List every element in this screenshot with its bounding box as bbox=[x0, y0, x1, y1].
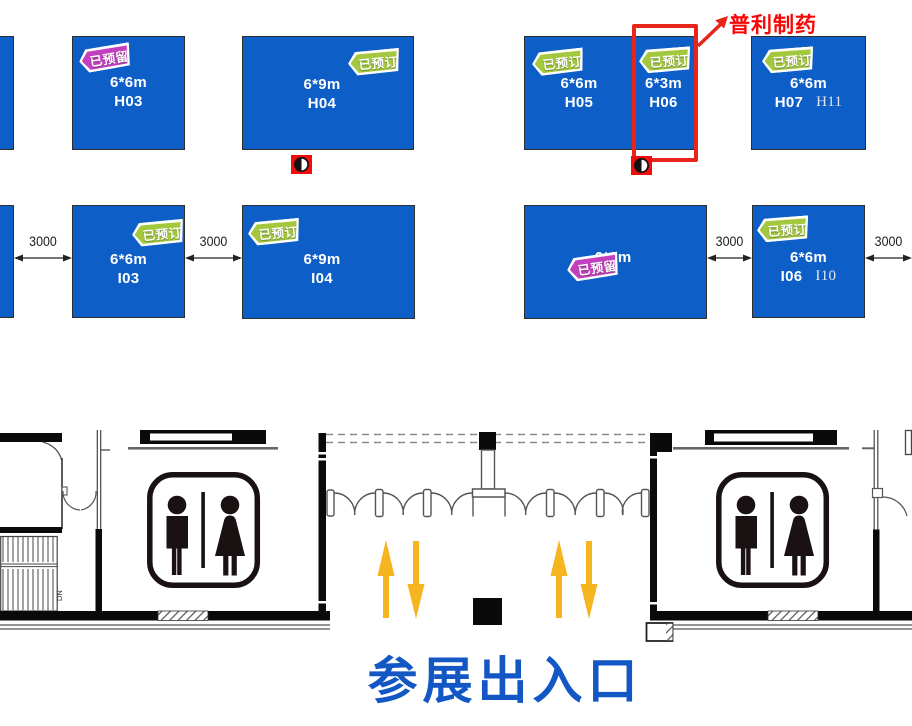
booth-label-H06: 6*3m H06 bbox=[631, 74, 696, 112]
restroom-sign-icon bbox=[719, 475, 827, 586]
badge-label: 已预留 bbox=[576, 258, 618, 278]
dimension-arrow bbox=[865, 254, 912, 262]
stairs-direction-label: DN bbox=[55, 590, 64, 601]
booth-size: 6*6m bbox=[789, 249, 828, 266]
dimension-value: 3000 bbox=[29, 234, 57, 249]
entrance-column-marker bbox=[473, 598, 502, 625]
entrance-caption: 参展出入口 bbox=[367, 653, 643, 709]
booth-label: 6*6m H07 H11 bbox=[752, 74, 865, 112]
dimension-value: 3000 bbox=[715, 234, 744, 249]
booth-I04[interactable]: 已预订 6*9m I04 bbox=[242, 205, 415, 319]
booth-code: H07 bbox=[774, 94, 804, 111]
status-badge-reserved: 已预订 bbox=[761, 46, 815, 74]
booth-size: 6*3m bbox=[644, 75, 683, 92]
badge-label: 已预留 bbox=[88, 48, 130, 69]
half-circle-icon bbox=[634, 158, 649, 173]
floor-plan-drawing: DN bbox=[0, 429, 912, 642]
left-restroom-room bbox=[0, 430, 330, 630]
booth-I05[interactable]: 6*9m 已预留 bbox=[524, 205, 707, 319]
booth-size: 6*6m bbox=[109, 74, 148, 91]
stairs[interactable]: DN bbox=[0, 527, 64, 612]
dimension-value: 3000 bbox=[199, 234, 228, 249]
booth-label: 6*9m H04 bbox=[243, 75, 401, 113]
booth-code: I06 bbox=[780, 268, 803, 285]
booth-code: H06 bbox=[649, 94, 678, 111]
annotation-company: 普利制药 bbox=[729, 14, 817, 37]
highlight-rectangle bbox=[632, 24, 698, 162]
booth-code: H05 bbox=[564, 94, 594, 111]
booth-size: 6*9m bbox=[303, 251, 341, 268]
booth-partial-row1[interactable] bbox=[0, 36, 14, 150]
booth-label: 6*6m H03 bbox=[73, 73, 184, 111]
booth-H07[interactable]: 已预订 6*6m H07 H11 bbox=[751, 36, 866, 150]
booth-code: H04 bbox=[307, 95, 337, 112]
booth-partial-row2[interactable] bbox=[0, 205, 14, 318]
restroom-sign-icon bbox=[150, 475, 257, 586]
booth-label: 6*6m I06 I10 bbox=[753, 248, 864, 286]
booth-I06[interactable]: 已预订 6*6m I06 I10 bbox=[752, 205, 865, 318]
annotation-arrow-icon bbox=[696, 16, 728, 48]
flow-arrows bbox=[377, 540, 598, 619]
booth-size: 6*6m bbox=[109, 251, 148, 268]
arrow-down-icon bbox=[407, 541, 425, 619]
booth-size: 6*9m bbox=[303, 76, 341, 93]
half-circle-icon bbox=[294, 157, 309, 172]
entrance-doors[interactable] bbox=[326, 488, 650, 518]
booth-H03[interactable]: 已预留 6*6m H03 bbox=[72, 36, 185, 150]
booth-label: 6*6m I03 bbox=[73, 250, 184, 288]
status-badge-reserved: 已预订 bbox=[247, 218, 301, 246]
booth-label: 6*9m I04 bbox=[243, 250, 401, 288]
booth-size: 6*6m bbox=[789, 75, 828, 92]
badge-label: 已预订 bbox=[772, 52, 813, 70]
dimension-3000: 3000 bbox=[707, 234, 752, 263]
dimension-value: 3000 bbox=[874, 234, 903, 249]
booth-code-alt: H11 bbox=[816, 94, 843, 110]
status-badge-reserved: 已预订 bbox=[531, 47, 585, 76]
dimension-arrow bbox=[14, 254, 72, 262]
entrance-structure bbox=[326, 432, 650, 517]
badge-label: 已预订 bbox=[358, 54, 399, 72]
booth-size: 6*6m bbox=[560, 75, 598, 92]
left-wall-structure bbox=[0, 430, 110, 612]
booth-code: I03 bbox=[117, 270, 140, 287]
right-restroom-room bbox=[645, 429, 912, 642]
dimension-arrow bbox=[185, 254, 242, 262]
status-badge-reserved: 已预订 bbox=[756, 215, 810, 243]
dimension-3000: 3000 bbox=[865, 234, 912, 263]
badge-label: 已预订 bbox=[541, 54, 583, 73]
dimension-3000: 3000 bbox=[14, 234, 72, 263]
arrow-up-icon bbox=[550, 540, 568, 618]
status-badge-reserved: 已预订 bbox=[131, 219, 185, 247]
dimension-3000: 3000 bbox=[185, 234, 242, 263]
utility-point-icon bbox=[291, 155, 312, 174]
booth-H05-H06[interactable]: 已预订 6*6m H05 已预订 6*3m H06 bbox=[524, 36, 695, 150]
utility-point-icon bbox=[631, 156, 652, 175]
status-badge-reserved: 已预订 bbox=[347, 48, 401, 76]
booth-code: H03 bbox=[114, 93, 143, 110]
booth-code: I04 bbox=[311, 270, 333, 287]
booth-I03[interactable]: 已预订 6*6m I03 bbox=[72, 205, 185, 318]
booth-label-H05: 6*6m H05 bbox=[525, 74, 633, 112]
booth-H04[interactable]: 已预订 6*9m H04 bbox=[242, 36, 414, 150]
dimension-arrow bbox=[707, 254, 752, 262]
booth-code-alt: I10 bbox=[815, 268, 837, 284]
badge-label: 已预订 bbox=[767, 221, 808, 239]
badge-label: 已预订 bbox=[142, 225, 183, 243]
status-badge-held: 已预留 bbox=[77, 42, 132, 74]
arrow-down-icon bbox=[580, 541, 598, 619]
arrow-up-icon bbox=[377, 540, 395, 618]
badge-label: 已预订 bbox=[258, 224, 299, 242]
